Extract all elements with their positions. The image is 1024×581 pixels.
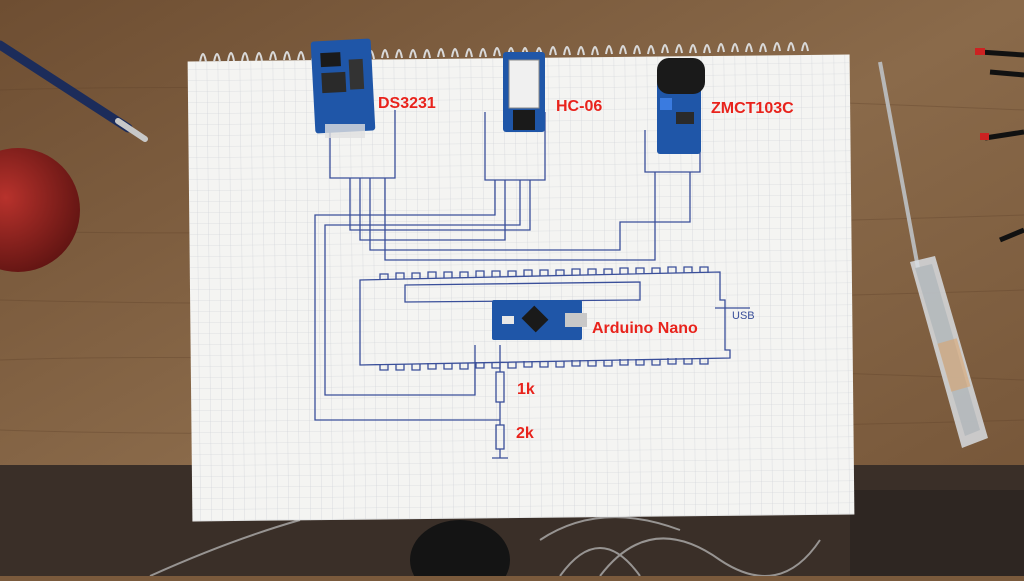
label-usb-note: USB	[732, 310, 755, 322]
ds3231-module	[310, 38, 376, 138]
shoe	[410, 520, 510, 581]
floor-cables	[149, 516, 821, 577]
floor-shadow-right	[850, 490, 1024, 576]
wires-right	[975, 48, 1024, 243]
zmct103c-module	[657, 58, 705, 154]
label-ds3231: DS3231	[378, 95, 436, 112]
arduino-nano	[492, 300, 587, 340]
label-zmct103c: ZMCT103C	[711, 100, 794, 117]
label-resistor-1k: 1k	[517, 381, 535, 398]
screwdriver	[878, 61, 988, 448]
hc06-module	[503, 52, 545, 132]
notebook	[187, 42, 855, 522]
apple	[0, 148, 80, 272]
pen	[0, 40, 148, 142]
label-resistor-2k: 2k	[516, 425, 534, 442]
circuit-sketch	[314, 110, 750, 459]
label-hc06: HC-06	[556, 98, 603, 115]
label-arduino-nano: Arduino Nano	[592, 320, 698, 337]
